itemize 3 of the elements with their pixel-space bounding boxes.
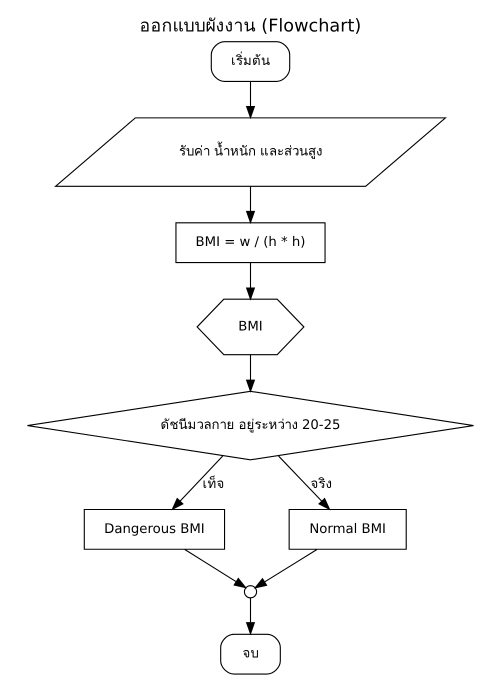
edge-label: เท็จ xyxy=(202,477,224,492)
edge-label: จริง xyxy=(310,477,332,492)
diagram-title: ออกแบบผังงาน (Flowchart) xyxy=(139,16,361,37)
